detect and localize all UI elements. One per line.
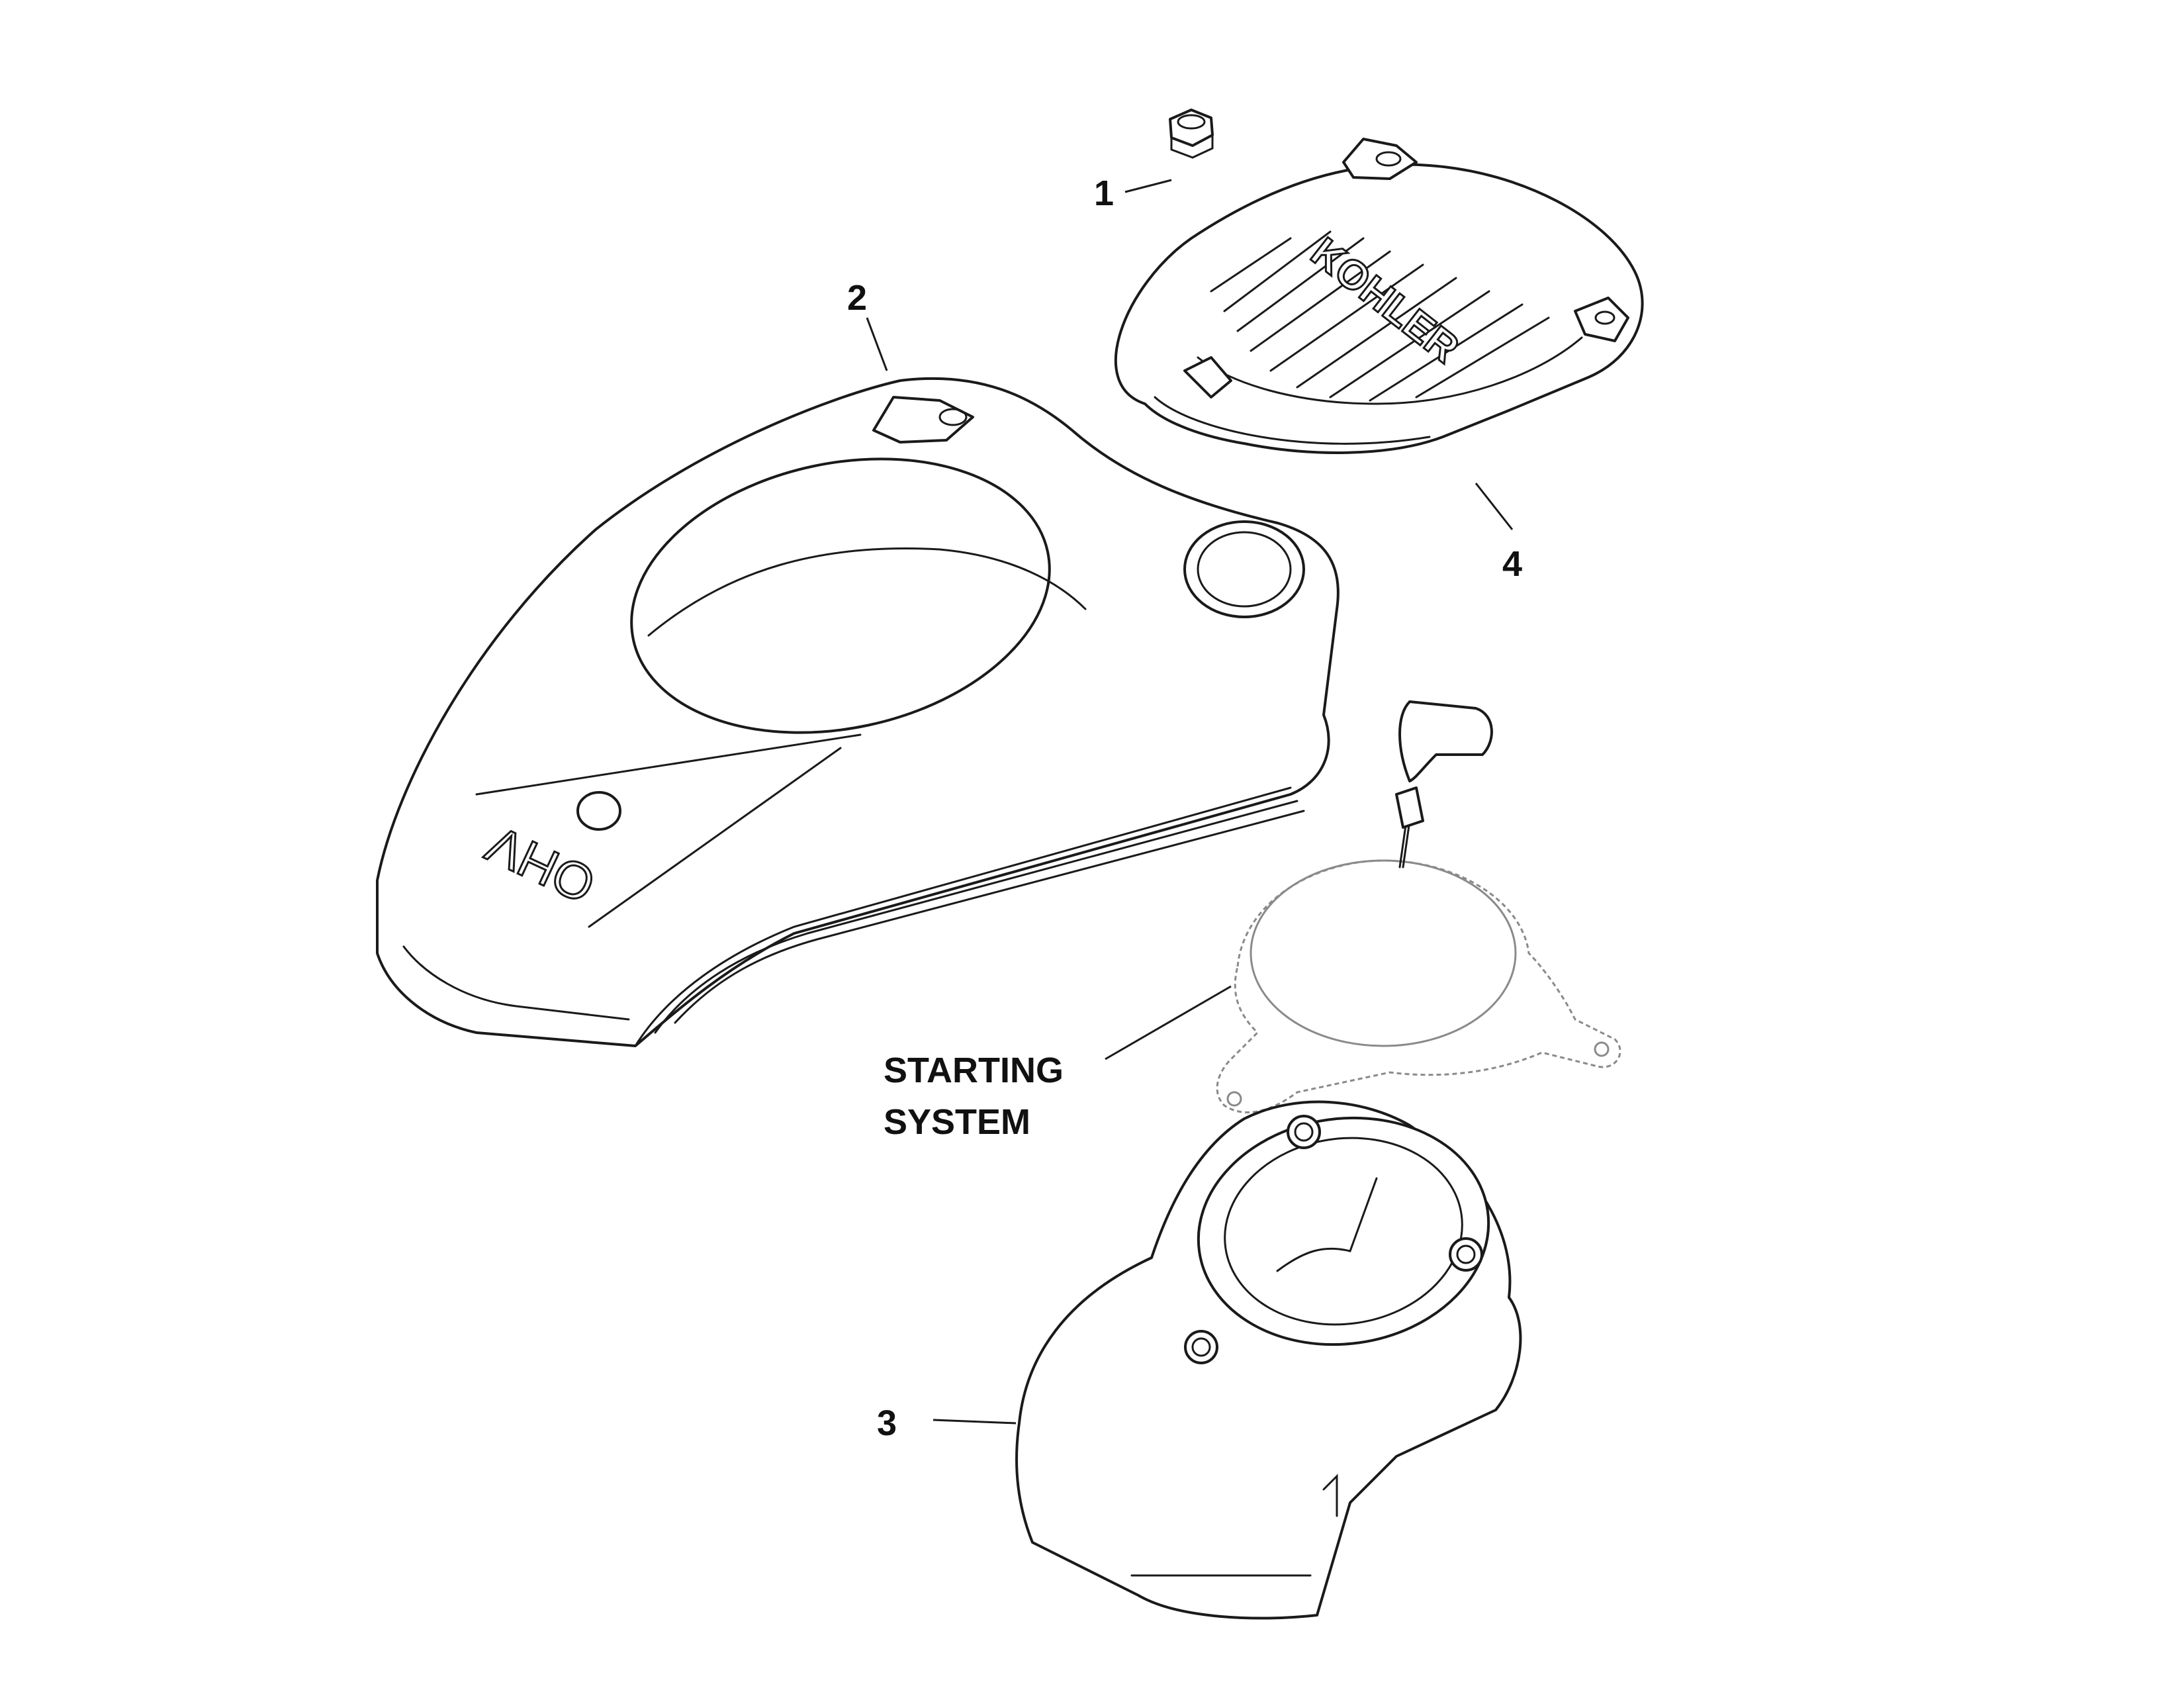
starting-system-label-line2: SYSTEM — [884, 1102, 1030, 1142]
part-1-nut — [1169, 109, 1214, 159]
callout-1: 1 — [1094, 173, 1114, 213]
starting-system-label-line1: STARTING — [884, 1051, 1064, 1090]
screen-slots — [1210, 230, 1550, 402]
leader-lines — [866, 179, 1514, 1425]
part-3-lower-blower-housing — [1015, 1100, 1522, 1620]
callout-4: 4 — [1502, 544, 1522, 584]
callout-3: 3 — [877, 1403, 897, 1443]
part-4-rotating-screen: KOHLER — [1114, 138, 1644, 454]
callout-2: 2 — [847, 278, 867, 318]
part-2-blower-housing: OHV — [376, 377, 1340, 1047]
starting-system-recoil-starter — [1216, 700, 1621, 1113]
